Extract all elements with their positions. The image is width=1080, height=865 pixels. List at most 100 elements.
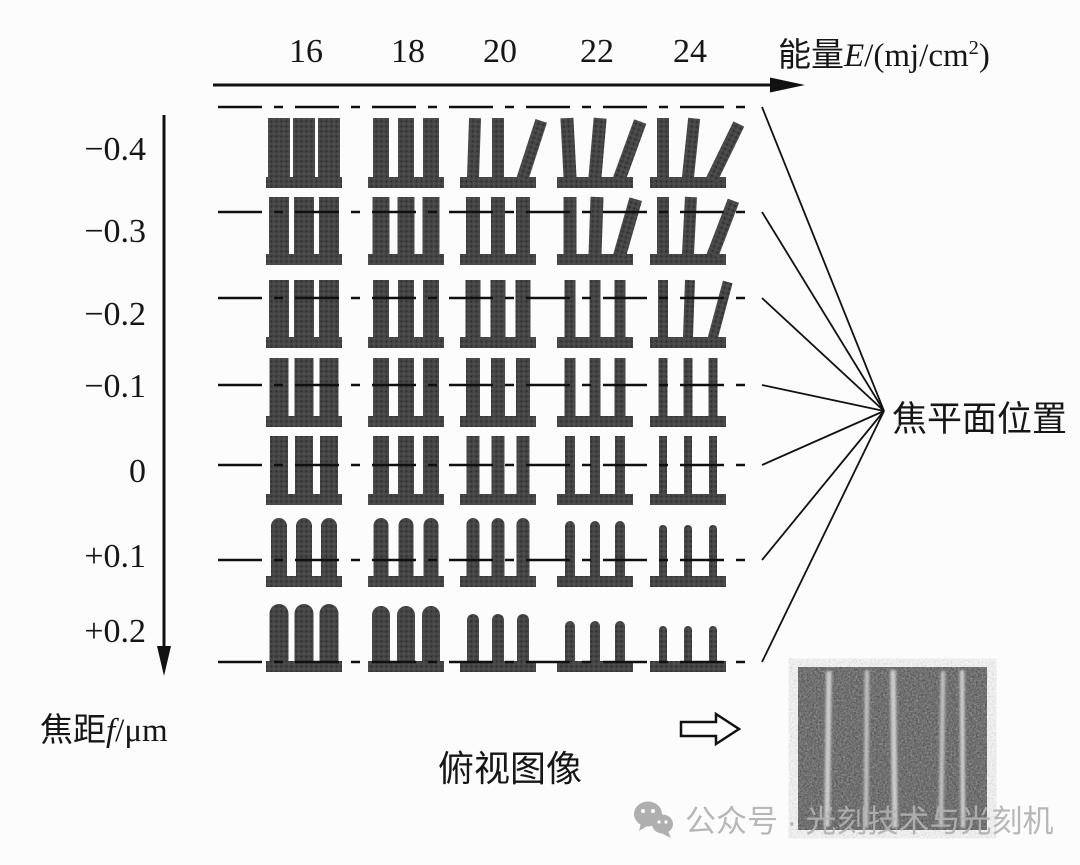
focal-plane-callout-line	[761, 410, 885, 561]
resist-bar	[491, 436, 505, 497]
resist-bar	[466, 197, 480, 257]
resist-bar	[659, 626, 667, 664]
resist-profile-cell	[460, 280, 536, 348]
focus-tick-label: +0.2	[84, 613, 146, 650]
resist-bar	[516, 119, 547, 182]
resist-bar	[516, 518, 530, 579]
energy-axis-name: 能量	[778, 38, 844, 74]
resist-bar	[682, 279, 695, 341]
resist-bar	[467, 614, 479, 664]
watermark-text: 公众号 · 光刻技术与光刻机	[685, 804, 1054, 839]
focal-plane-callout-line	[761, 410, 885, 466]
resist-bar	[684, 525, 692, 579]
resist-bar	[296, 518, 312, 579]
resist-bar	[659, 525, 667, 579]
resist-bar	[372, 197, 390, 257]
resist-profile-cell	[557, 521, 633, 587]
resist-bar	[681, 117, 701, 181]
resist-profile-cell	[266, 280, 342, 348]
resist-bar	[515, 280, 531, 340]
resist-bar	[398, 518, 414, 579]
energy-axis-unit-suffix: )	[978, 38, 990, 74]
resist-bar	[516, 197, 530, 257]
resist-profile-cell	[650, 117, 745, 188]
resist-bar	[397, 606, 415, 664]
resist-bar	[564, 280, 576, 340]
resist-bar	[271, 518, 287, 579]
resist-bar	[320, 436, 338, 497]
focus-axis-name: 焦距	[40, 713, 106, 749]
resist-bar	[398, 436, 414, 497]
resist-bar	[707, 280, 733, 342]
resist-profile-cell	[460, 436, 536, 505]
resist-bar	[490, 280, 506, 340]
resist-profile-cell	[460, 358, 536, 427]
resist-bar	[588, 196, 604, 258]
resist-bar	[269, 604, 289, 664]
resist-bar	[709, 436, 717, 497]
resist-bar	[658, 280, 668, 340]
resist-profile-cell	[460, 614, 536, 672]
resist-profile-cell	[266, 118, 342, 188]
energy-tick-label: 16	[289, 33, 323, 70]
resist-bar	[590, 436, 600, 497]
resist-bar	[373, 358, 389, 419]
focal-plane-callout-line	[761, 106, 885, 412]
energy-tick-label: 24	[673, 33, 707, 70]
resist-profile-cell	[650, 436, 726, 505]
resist-bar	[318, 118, 340, 180]
resist-bar	[564, 358, 576, 419]
focus-tick-label: −0.2	[84, 296, 146, 333]
resist-bar	[612, 197, 642, 259]
resist-profile-cell	[368, 358, 444, 427]
energy-axis-unit-exponent: 2	[968, 37, 979, 59]
focus-tick-label: −0.4	[84, 131, 146, 168]
resist-bar	[589, 358, 601, 419]
resist-profile-cell	[650, 279, 733, 348]
resist-profile-cell	[266, 358, 342, 427]
resist-bar	[684, 626, 692, 664]
resist-bar	[590, 521, 600, 579]
resist-bar	[372, 606, 390, 664]
resist-bar	[563, 197, 577, 257]
resist-bar	[398, 280, 414, 340]
focus-tick-label: −0.3	[84, 213, 146, 250]
resist-bar	[491, 358, 505, 419]
resist-bar	[319, 358, 339, 419]
resist-profile-cell	[368, 280, 444, 348]
resist-bar	[684, 436, 692, 497]
resist-bar	[423, 358, 439, 419]
resist-bar	[422, 606, 440, 664]
resist-bar	[516, 436, 530, 497]
focus-tick-label: +0.1	[84, 538, 146, 575]
resist-bar	[423, 118, 439, 180]
focus-axis-arrow	[157, 115, 171, 676]
resist-profile-cell	[557, 621, 633, 672]
resist-bar	[294, 197, 314, 257]
resist-bar	[615, 621, 625, 664]
focus-axis-label: 焦距f/μm	[40, 703, 168, 751]
resist-profile-cell	[557, 436, 633, 505]
focus-tick-label: −0.1	[84, 368, 146, 405]
resist-bar	[612, 119, 647, 183]
resist-profile-cell	[460, 197, 536, 265]
resist-bar	[294, 280, 314, 340]
wechat-icon	[634, 801, 673, 838]
resist-bar	[658, 358, 668, 419]
focal-plane-label: 焦平面位置	[892, 400, 1068, 439]
resist-bar	[465, 280, 481, 340]
resist-bar	[588, 117, 607, 181]
focal-plane-callout-line	[761, 410, 885, 663]
resist-profile-cell	[266, 604, 342, 672]
resist-profile-cell	[557, 117, 647, 188]
resist-bar	[615, 521, 625, 579]
resist-bar	[466, 358, 480, 419]
energy-axis-unit-prefix: /(mj/cm	[864, 38, 969, 74]
resist-bar	[516, 358, 530, 419]
resist-bar	[560, 117, 577, 181]
resist-bar	[269, 358, 289, 419]
resist-bar	[517, 614, 529, 664]
resist-bar	[422, 197, 440, 257]
